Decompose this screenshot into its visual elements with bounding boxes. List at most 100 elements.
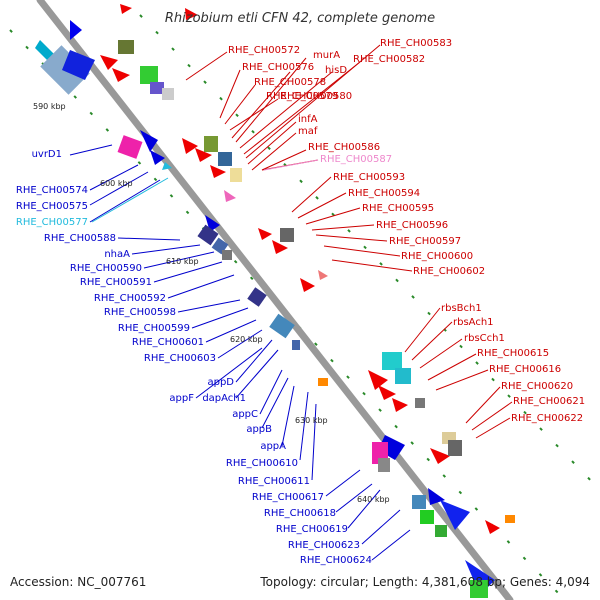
gene-block — [269, 313, 295, 339]
map-title: Rhizobium etli CFN 42, complete genome — [165, 11, 435, 26]
gene-arrow — [392, 398, 408, 412]
gene-label: RHE_CH00579 — [266, 91, 338, 102]
gene-block — [318, 378, 328, 386]
accession-text: Accession: NC_007761 — [10, 575, 146, 589]
gene-arrow — [162, 162, 172, 170]
gene-label: uvrD1 — [32, 149, 62, 160]
gene-label: RHE_CH00602 — [413, 266, 485, 277]
gene-label: RHE_CH00620 — [501, 381, 573, 392]
gene-label: RHE_CH00593 — [333, 172, 405, 183]
kbp-tick-label: 620 kbp — [230, 335, 263, 344]
gene-label: RHE_CH00623 — [288, 540, 360, 551]
kbp-tick-label: 590 kbp — [33, 102, 66, 111]
gene-arrow — [100, 55, 118, 70]
gene-arrow — [440, 500, 470, 530]
gene-label: rbsAch1 — [453, 317, 494, 328]
gene-arrow — [195, 148, 212, 162]
gene-label: RHE_CH00590 — [70, 263, 142, 274]
gene-block — [197, 224, 219, 246]
gene-arrow — [210, 165, 226, 178]
gene-label: RHE_CH00618 — [264, 508, 336, 519]
gene-label: infA — [298, 114, 318, 125]
gene-block — [412, 495, 426, 509]
gene-arrow — [272, 240, 288, 254]
gene-arrow — [378, 385, 396, 400]
gene-label: appD — [207, 377, 234, 388]
gene-arrow — [258, 228, 272, 240]
gene-arrow — [368, 370, 388, 390]
gene-block — [395, 368, 411, 384]
gene-label: RHE_CH00582 — [353, 54, 425, 65]
gene-label: RHE_CH00603 — [144, 353, 216, 364]
gene-label: RHE_CH00619 — [276, 524, 348, 535]
gene-label: RHE_CH00600 — [401, 251, 473, 262]
reverse-gene-labels: uvrD1 RHE_CH00574 RHE_CH00575 RHE_CH0057… — [16, 149, 372, 566]
gene-block — [378, 458, 390, 472]
gene-label: appC — [232, 409, 258, 420]
gene-label: RHE_CH00601 — [132, 337, 204, 348]
gene-label: rbsBch1 — [441, 303, 482, 314]
gene-block — [415, 398, 425, 408]
gene-label: appA — [260, 441, 286, 452]
gene-arrow — [185, 8, 198, 20]
gene-block — [222, 250, 232, 260]
gene-label: RHE_CH00580 — [280, 91, 352, 102]
kbp-tick-label: 600 kbp — [100, 179, 133, 188]
gene-block — [280, 228, 294, 242]
gene-label: appF — [169, 393, 194, 404]
gene-arrow — [70, 20, 82, 40]
gene-label: RHE_CH00574 — [16, 185, 88, 196]
gene-label: RHE_CH00596 — [376, 220, 448, 231]
gene-label: murA — [313, 50, 340, 61]
gene-label: RHE_CH00576 — [242, 62, 314, 73]
gene-label: RHE_CH00591 — [80, 277, 152, 288]
gene-block — [150, 82, 164, 94]
gene-arrow — [318, 270, 328, 280]
gene-label: RHE_CH00594 — [348, 188, 420, 199]
gene-label: RHE_CH00598 — [104, 307, 176, 318]
gene-block — [435, 525, 447, 537]
gene-label: appB — [246, 424, 272, 435]
gene-label: RHE_CH00586 — [308, 142, 380, 153]
gene-label: RHE_CH00575 — [16, 201, 88, 212]
gene-label: RHE_CH00583 — [380, 38, 452, 49]
gene-arrow — [62, 50, 95, 80]
gene-block — [292, 340, 300, 350]
gene-label: RHE_CH00621 — [513, 396, 585, 407]
gene-arrow — [112, 68, 130, 82]
gene-label: RHE_CH00617 — [252, 492, 324, 503]
gene-block — [140, 66, 158, 84]
gene-block — [218, 152, 232, 166]
gene-block — [117, 135, 143, 159]
gene-label: RHE_CH00611 — [238, 476, 310, 487]
gene-arrow — [182, 138, 198, 154]
gene-arrow — [150, 150, 165, 165]
gene-block — [162, 88, 174, 100]
gene-features — [35, 4, 515, 598]
label-leaders — [69, 44, 513, 561]
gene-label: RHE_CH00587 — [320, 154, 392, 165]
gene-arrow — [300, 278, 315, 292]
gene-block — [420, 510, 434, 524]
gene-block — [247, 287, 267, 307]
kbp-tick-label: 610 kbp — [166, 257, 199, 266]
gene-label: RHE_CH00616 — [489, 364, 561, 375]
gene-label: nhaA — [104, 249, 130, 260]
gene-arrow — [140, 130, 158, 152]
gene-label: RHE_CH00624 — [300, 555, 372, 566]
gene-label: RHE_CH00595 — [362, 203, 434, 214]
gene-block — [204, 136, 218, 152]
gene-label: RHE_CH00572 — [228, 45, 300, 56]
gene-block — [118, 40, 134, 54]
gene-arrow — [224, 190, 236, 202]
gene-label: maf — [298, 126, 318, 137]
kbp-tick-label: 630 kbp — [295, 416, 328, 425]
gene-label: RHE_CH00610 — [226, 458, 298, 469]
gene-arrow — [120, 4, 132, 14]
topology-text: Topology: circular; Length: 4,381,608 bp… — [259, 575, 590, 589]
gene-label: RHE_CH00599 — [118, 323, 190, 334]
gene-label: RHE_CH00597 — [389, 236, 461, 247]
gene-label: hisD — [325, 65, 347, 76]
